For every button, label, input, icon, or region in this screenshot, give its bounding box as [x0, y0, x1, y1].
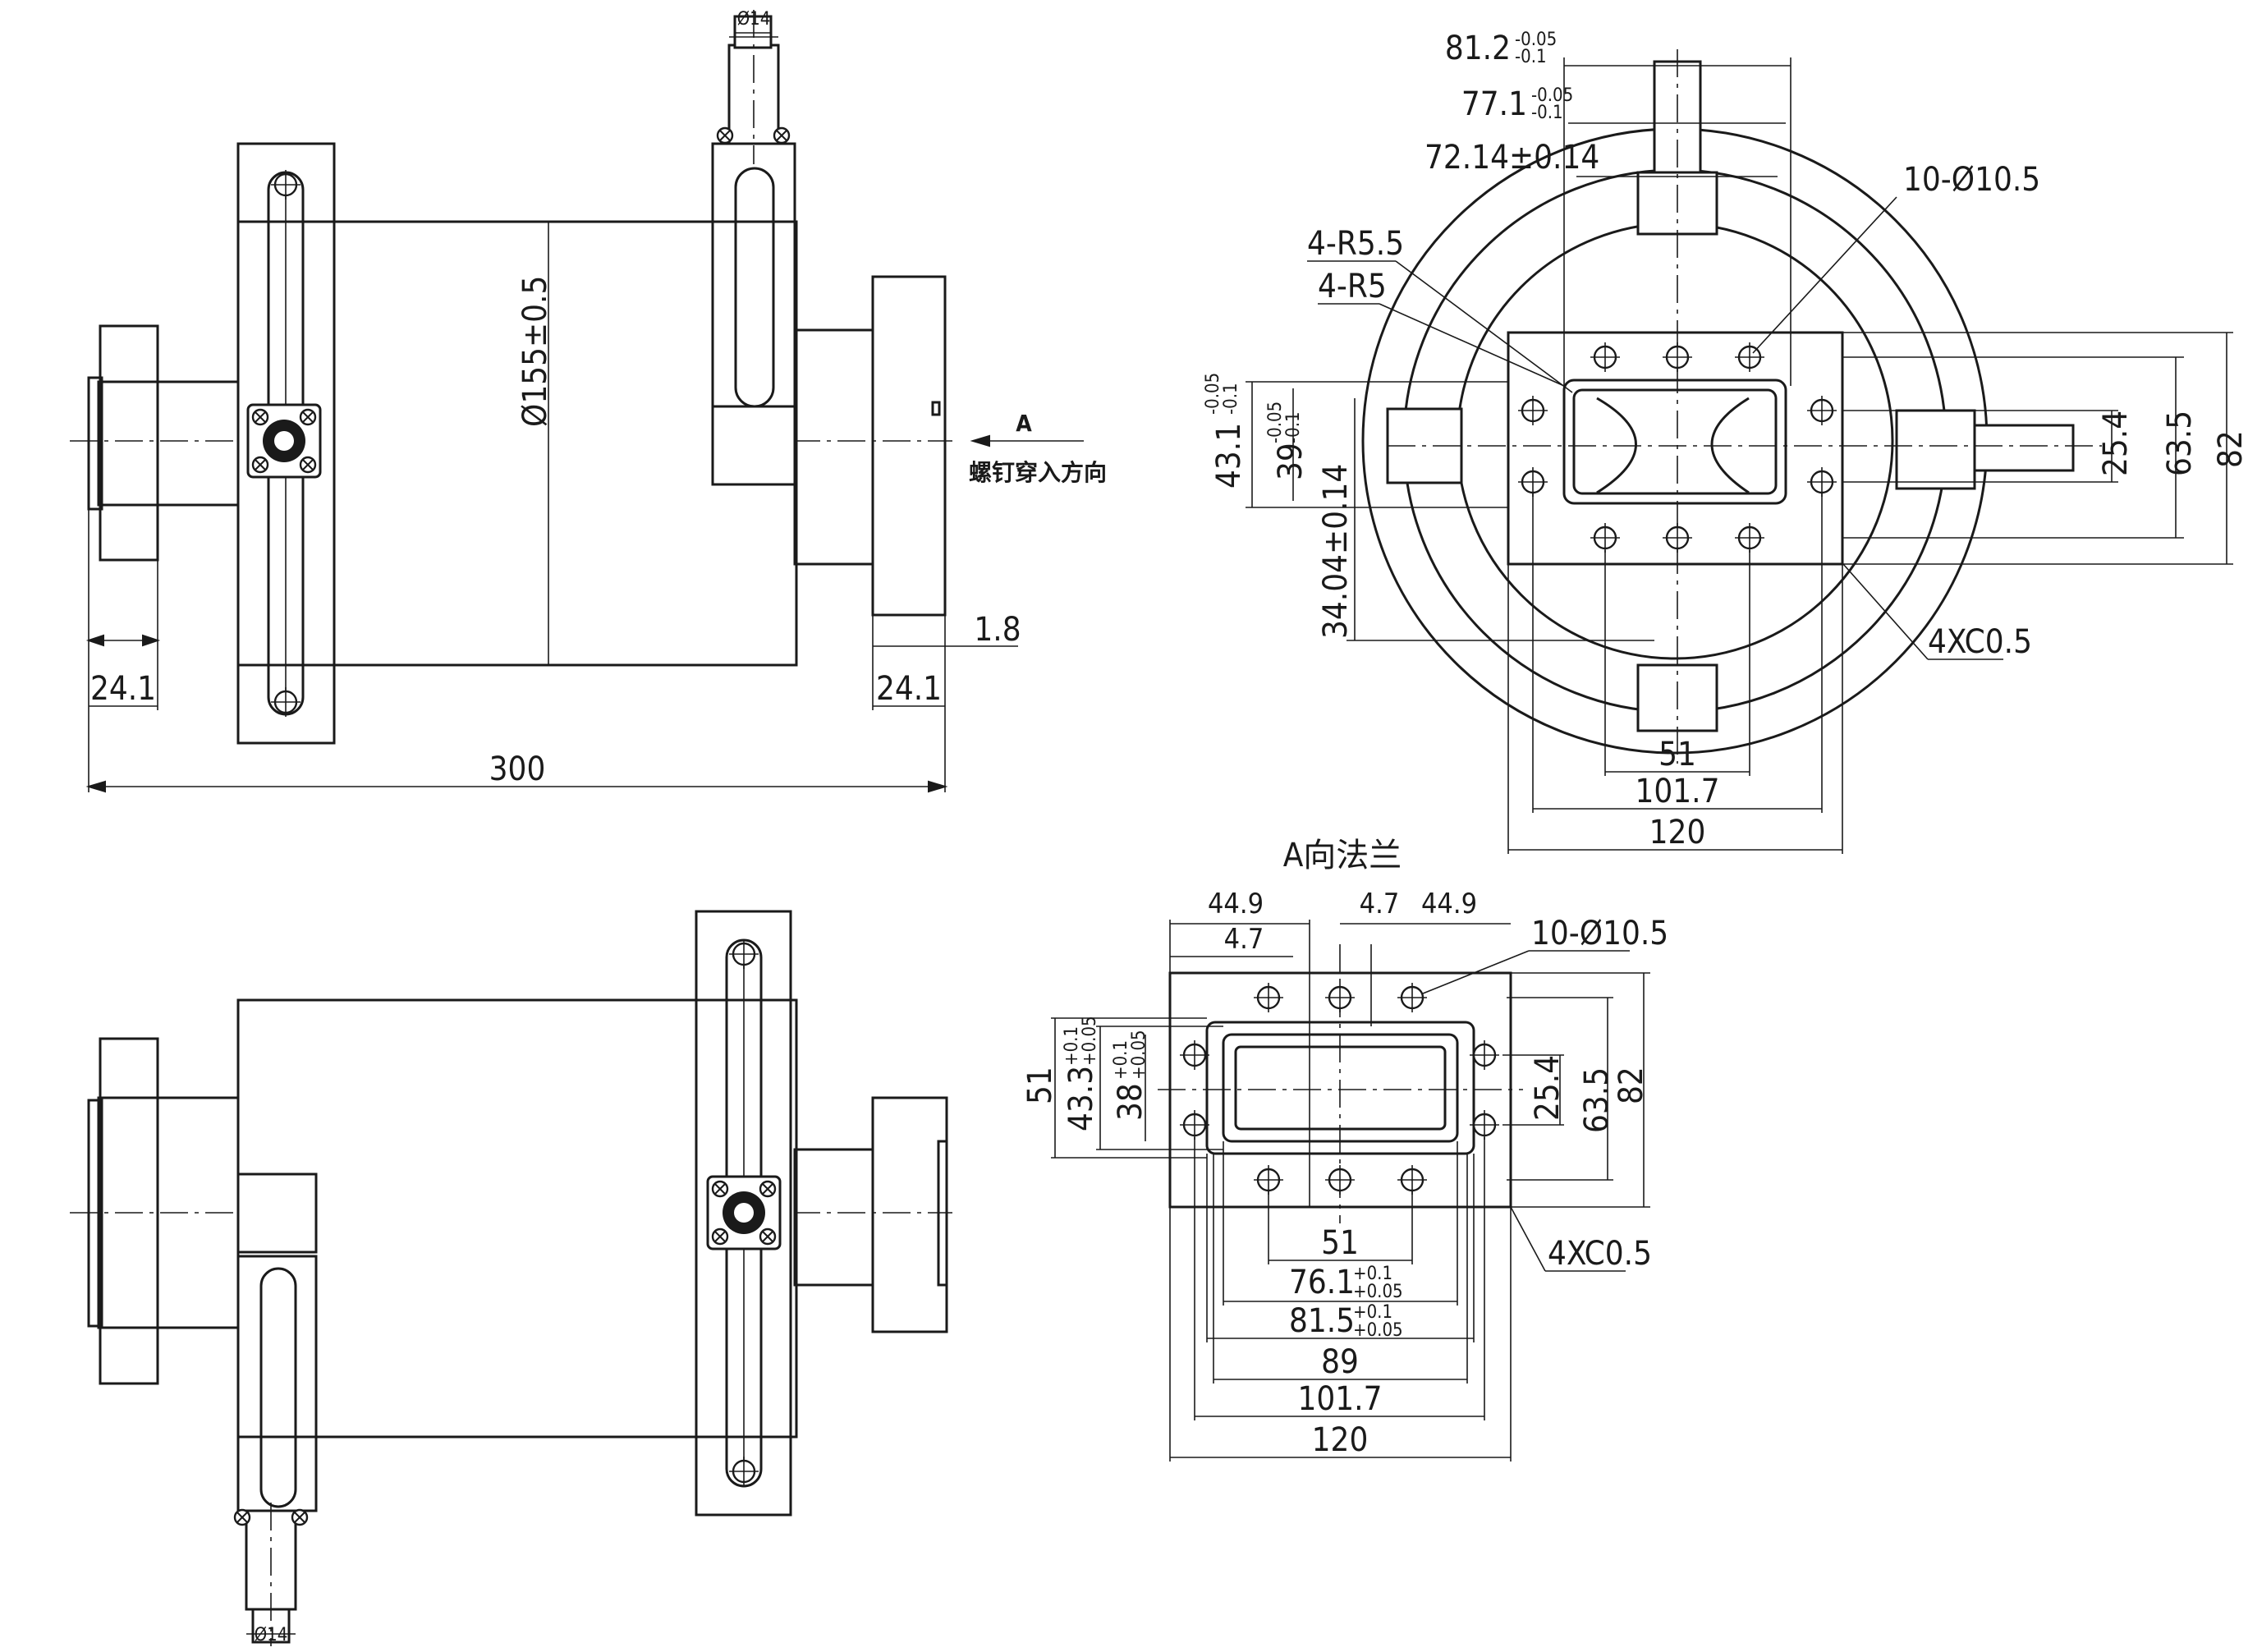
dim-39: 39	[1272, 443, 1310, 480]
svg-text:-0.05: -0.05	[1265, 402, 1286, 443]
dim-hose-diameter-top: Ø14	[737, 9, 771, 30]
dim-34-04: 34.04±0.14	[1317, 464, 1355, 639]
dim-51-flange-h: 51	[1321, 1224, 1359, 1262]
svg-text:+0.05: +0.05	[1129, 1030, 1149, 1080]
view-mark-a: A	[1016, 410, 1032, 437]
svg-text:+0.05: +0.05	[1080, 1016, 1100, 1066]
dim-51-top: 51	[1658, 736, 1696, 773]
dim-38: 38	[1112, 1083, 1149, 1121]
dim-77-1: 77.1	[1461, 85, 1527, 123]
dim-120-top: 120	[1649, 814, 1706, 851]
screw-direction-note: 螺钉穿入方向	[969, 459, 1107, 486]
dim-101-7-top: 101.7	[1636, 773, 1720, 810]
dim-4-7-left: 4.7	[1224, 923, 1264, 956]
svg-text:+0.05: +0.05	[1353, 1282, 1403, 1302]
end-view-top-right: 81.2 -0.05 -0.1 77.1 -0.05 -0.1 72.14±0.…	[1203, 30, 2248, 854]
dim-right-flange: 24.1	[876, 670, 942, 708]
flange-view-a: A向法兰 44.9 4.7 4.7 44.9 10-Ø10.5 51	[1021, 837, 1668, 1462]
dim-81-5: 81.5	[1289, 1302, 1355, 1340]
dim-101-7-flange: 101.7	[1298, 1380, 1383, 1418]
svg-text:+0.1: +0.1	[1353, 1264, 1392, 1284]
bolt-assembly-top	[246, 403, 322, 479]
dim-72-14: 72.14±0.14	[1424, 139, 1599, 177]
dim-44-9-left: 44.9	[1208, 888, 1264, 920]
radius-4-r5-5: 4-R5.5	[1307, 225, 1404, 263]
dim-43-3: 43.3	[1062, 1066, 1100, 1131]
dim-63-5-top: 63.5	[2161, 411, 2199, 476]
dim-43-1: 43.1	[1210, 423, 1248, 489]
svg-text:+0.1: +0.1	[1062, 1026, 1082, 1066]
chamfer-flange: 4XC0.5	[1548, 1235, 1652, 1273]
svg-text:-0.05: -0.05	[1515, 30, 1557, 50]
svg-text:-0.1: -0.1	[1515, 47, 1547, 67]
dim-hose-diameter-bottom: Ø14	[255, 1625, 288, 1645]
dim-25-4-top: 25.4	[2097, 411, 2135, 476]
dim-51-flange-v: 51	[1021, 1067, 1059, 1104]
dim-82-top: 82	[2212, 430, 2248, 468]
holes-label-top: 10-Ø10.5	[1903, 161, 2040, 199]
svg-text:-0.1: -0.1	[1283, 411, 1304, 443]
flange-view-title: A向法兰	[1283, 837, 1402, 874]
radius-4-r5: 4-R5	[1318, 268, 1387, 305]
dim-44-9-right: 44.9	[1421, 888, 1477, 920]
dim-body-diameter: Ø155±0.5	[516, 276, 554, 427]
dim-89: 89	[1321, 1343, 1359, 1381]
svg-text:+0.1: +0.1	[1111, 1040, 1131, 1080]
dim-82-flange: 82	[1613, 1067, 1650, 1104]
bolt-assembly-bottom	[706, 1175, 782, 1250]
chamfer-top: 4XC0.5	[1928, 623, 2032, 661]
dim-76-1: 76.1	[1289, 1264, 1355, 1301]
svg-text:-0.1: -0.1	[1531, 103, 1563, 123]
svg-text:-0.05: -0.05	[1203, 373, 1223, 415]
holes-label-flange: 10-Ø10.5	[1531, 915, 1668, 952]
svg-text:+0.1: +0.1	[1353, 1302, 1392, 1323]
dim-flange-gap: 1.8	[974, 611, 1021, 649]
dim-overall-length: 300	[489, 750, 546, 788]
svg-text:-0.1: -0.1	[1221, 383, 1241, 415]
svg-text:-0.05: -0.05	[1531, 85, 1573, 106]
dim-81-2: 81.2	[1445, 30, 1511, 67]
dim-left-flange: 24.1	[90, 670, 156, 708]
svg-text:+0.05: +0.05	[1353, 1320, 1403, 1341]
side-view-top: Ø155±0.5 A 螺钉穿入方向 300 24.1 24.1 1.8 Ø14	[70, 9, 1107, 793]
dim-120-flange: 120	[1312, 1421, 1369, 1459]
side-view-bottom: Ø14	[70, 910, 952, 1646]
dim-63-5-flange: 63.5	[1578, 1067, 1616, 1133]
dim-4-7-right: 4.7	[1360, 888, 1400, 920]
dim-25-4-flange: 25.4	[1529, 1055, 1567, 1121]
